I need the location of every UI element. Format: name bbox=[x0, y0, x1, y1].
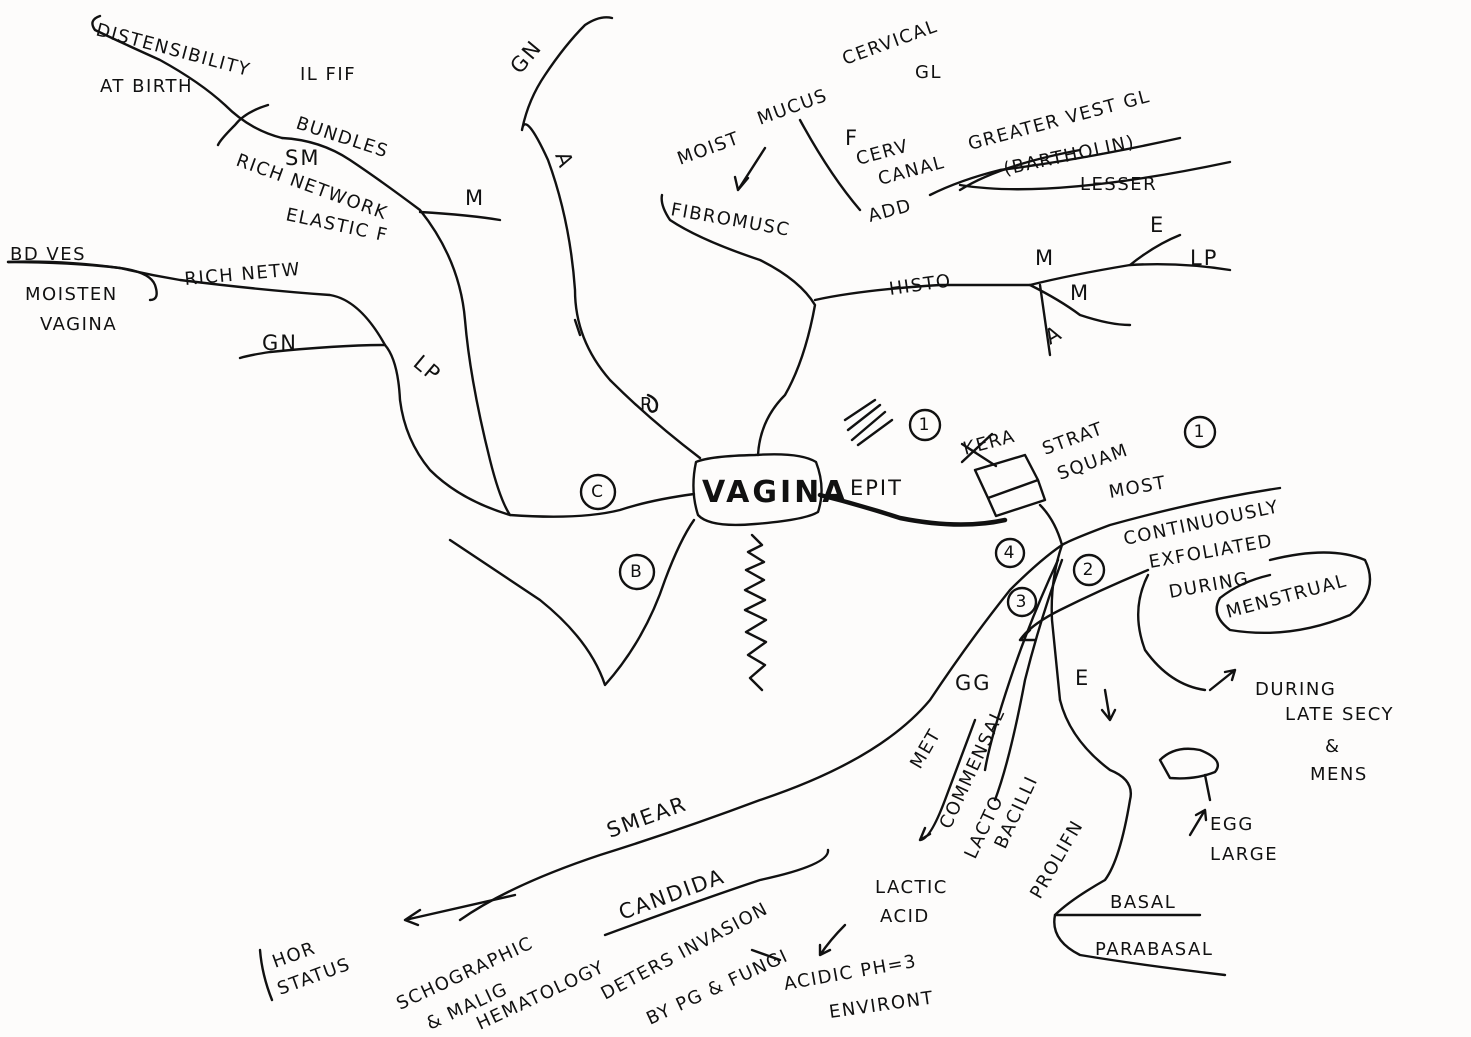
label-late-secy: LATE SECY bbox=[1285, 704, 1394, 725]
marker-c: C bbox=[591, 482, 605, 502]
hatch-scribble bbox=[843, 398, 894, 447]
hatch-below-center bbox=[743, 533, 768, 692]
label-parabasal: PARABASAL bbox=[1095, 939, 1213, 960]
label-candida: CANDIDA bbox=[616, 864, 729, 925]
label-epit: EPIT bbox=[850, 476, 903, 500]
label-kera: KERA bbox=[961, 426, 1018, 460]
label-acidic-ph: ACIDIC PH=3 bbox=[782, 951, 918, 995]
label-a-histo: A bbox=[1041, 320, 1067, 349]
label-e-histo: E bbox=[1150, 213, 1165, 237]
marker-4: 4 bbox=[1004, 543, 1017, 563]
marker-3: 3 bbox=[1016, 592, 1029, 612]
marker-2: 2 bbox=[1083, 560, 1096, 580]
label-during-late: DURING bbox=[1255, 679, 1336, 700]
label-environt: ENVIRONT bbox=[828, 987, 936, 1022]
marker-b: B bbox=[630, 562, 644, 582]
branch-p: GN A P bbox=[505, 16, 702, 460]
label-e-epit: E bbox=[1075, 666, 1090, 690]
label-bd-ves: BD VES bbox=[10, 244, 86, 265]
label-mucus: MUCUS bbox=[755, 85, 831, 130]
label-gn-left: GN bbox=[262, 331, 298, 355]
label-met: MET bbox=[906, 725, 945, 772]
branch-histo: FIBROMUSC HISTO M M A E LP MOIST MUCUS C… bbox=[660, 16, 1232, 457]
label-distensibility: DISTENSIBILITY bbox=[94, 20, 253, 81]
branch-b: B bbox=[448, 518, 696, 687]
label-gn-top: GN bbox=[505, 35, 547, 78]
label-large: LARGE bbox=[1210, 844, 1278, 865]
label-basal: BASAL bbox=[1110, 892, 1176, 913]
label-acid: ACID bbox=[880, 906, 930, 927]
label-il-fif: IL FIF bbox=[300, 64, 356, 85]
label-f: F bbox=[845, 126, 859, 150]
branch-c: C M DISTENSIBILITY AT BIRTH IL FIF BUNDL… bbox=[6, 14, 696, 518]
label-at-birth: AT BIRTH bbox=[100, 76, 193, 97]
label-m-histo1: M bbox=[1035, 246, 1055, 270]
label-m-histo2: M bbox=[1070, 281, 1090, 305]
marker-1b: 1 bbox=[1194, 422, 1207, 442]
label-amp: & bbox=[1325, 736, 1341, 757]
label-moist: MOIST bbox=[675, 128, 743, 170]
label-sm: SM bbox=[285, 146, 320, 170]
label-moisten: MOISTEN bbox=[25, 284, 118, 305]
label-smear: SMEAR bbox=[604, 792, 691, 843]
label-m-left: M bbox=[465, 186, 485, 210]
label-lp-left: LP bbox=[409, 350, 446, 387]
label-egg: EGG bbox=[1210, 814, 1254, 835]
label-a-top: A bbox=[550, 149, 578, 173]
label-prolifn: PROLIFN bbox=[1026, 816, 1088, 902]
label-histo: HISTO bbox=[888, 270, 953, 300]
label-p: P bbox=[640, 394, 652, 415]
label-lp-histo: LP bbox=[1190, 246, 1218, 270]
label-lactic: LACTIC bbox=[875, 877, 948, 898]
label-lesser: LESSER bbox=[1080, 174, 1157, 195]
label-rich-netw: RICH NETW bbox=[184, 259, 302, 290]
label-gl: GL bbox=[915, 62, 942, 83]
marker-1: 1 bbox=[919, 415, 932, 435]
label-add: ADD bbox=[866, 195, 914, 227]
label-vagina: VAGINA bbox=[40, 314, 117, 335]
hatch-kera bbox=[960, 432, 998, 468]
label-fibromusc: FIBROMUSC bbox=[669, 199, 792, 241]
label-mens: MENS bbox=[1310, 764, 1368, 785]
central-node: VAGINA bbox=[692, 453, 849, 527]
label-gg: GG bbox=[955, 671, 992, 695]
central-label: VAGINA bbox=[702, 475, 849, 510]
label-most: MOST bbox=[1107, 472, 1168, 503]
